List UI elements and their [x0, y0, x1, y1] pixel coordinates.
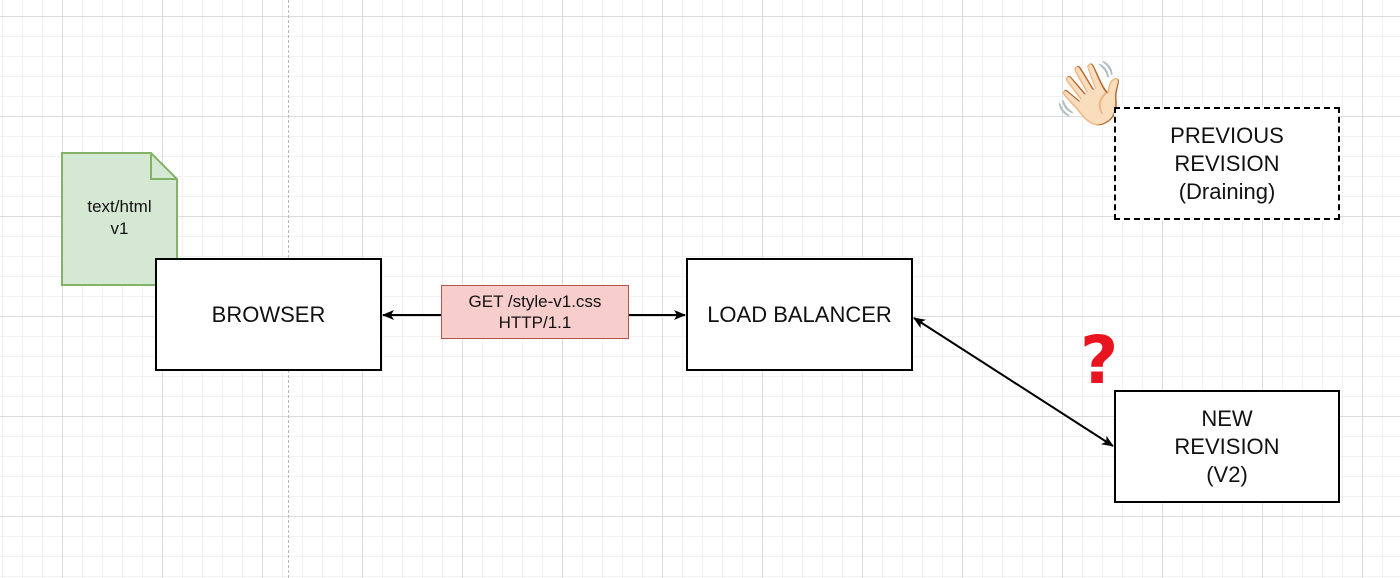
request-protocol: HTTP/1.1 — [498, 313, 572, 332]
document-version: v1 — [110, 219, 129, 238]
document-type: text/html — [87, 197, 152, 216]
html-document-shape: text/html v1 — [61, 152, 178, 286]
document-label: text/html v1 — [61, 196, 178, 240]
load-balancer-node[interactable]: LOAD BALANCER — [686, 258, 913, 371]
load-balancer-label: LOAD BALANCER — [707, 301, 892, 327]
request-line: GET /style-v1.css — [468, 292, 602, 311]
previous-revision-line-2: REVISION — [1174, 150, 1280, 176]
previous-revision-node[interactable]: PREVIOUS REVISION (Draining) — [1114, 107, 1340, 220]
browser-label: BROWSER — [211, 301, 326, 327]
request-label[interactable]: GET /style-v1.css HTTP/1.1 — [441, 285, 629, 339]
question-mark-icon: ? — [1080, 322, 1119, 399]
new-revision-node[interactable]: NEW REVISION (V2) — [1114, 390, 1340, 503]
lb-new-revision-arrow — [913, 317, 1114, 447]
previous-revision-line-3: (Draining) — [1178, 178, 1276, 204]
previous-revision-line-1: PREVIOUS — [1170, 122, 1284, 148]
browser-node[interactable]: BROWSER — [155, 258, 382, 371]
new-revision-line-2: REVISION — [1174, 433, 1280, 459]
new-revision-line-1: NEW — [1201, 405, 1253, 431]
new-revision-line-3: (V2) — [1206, 461, 1248, 487]
